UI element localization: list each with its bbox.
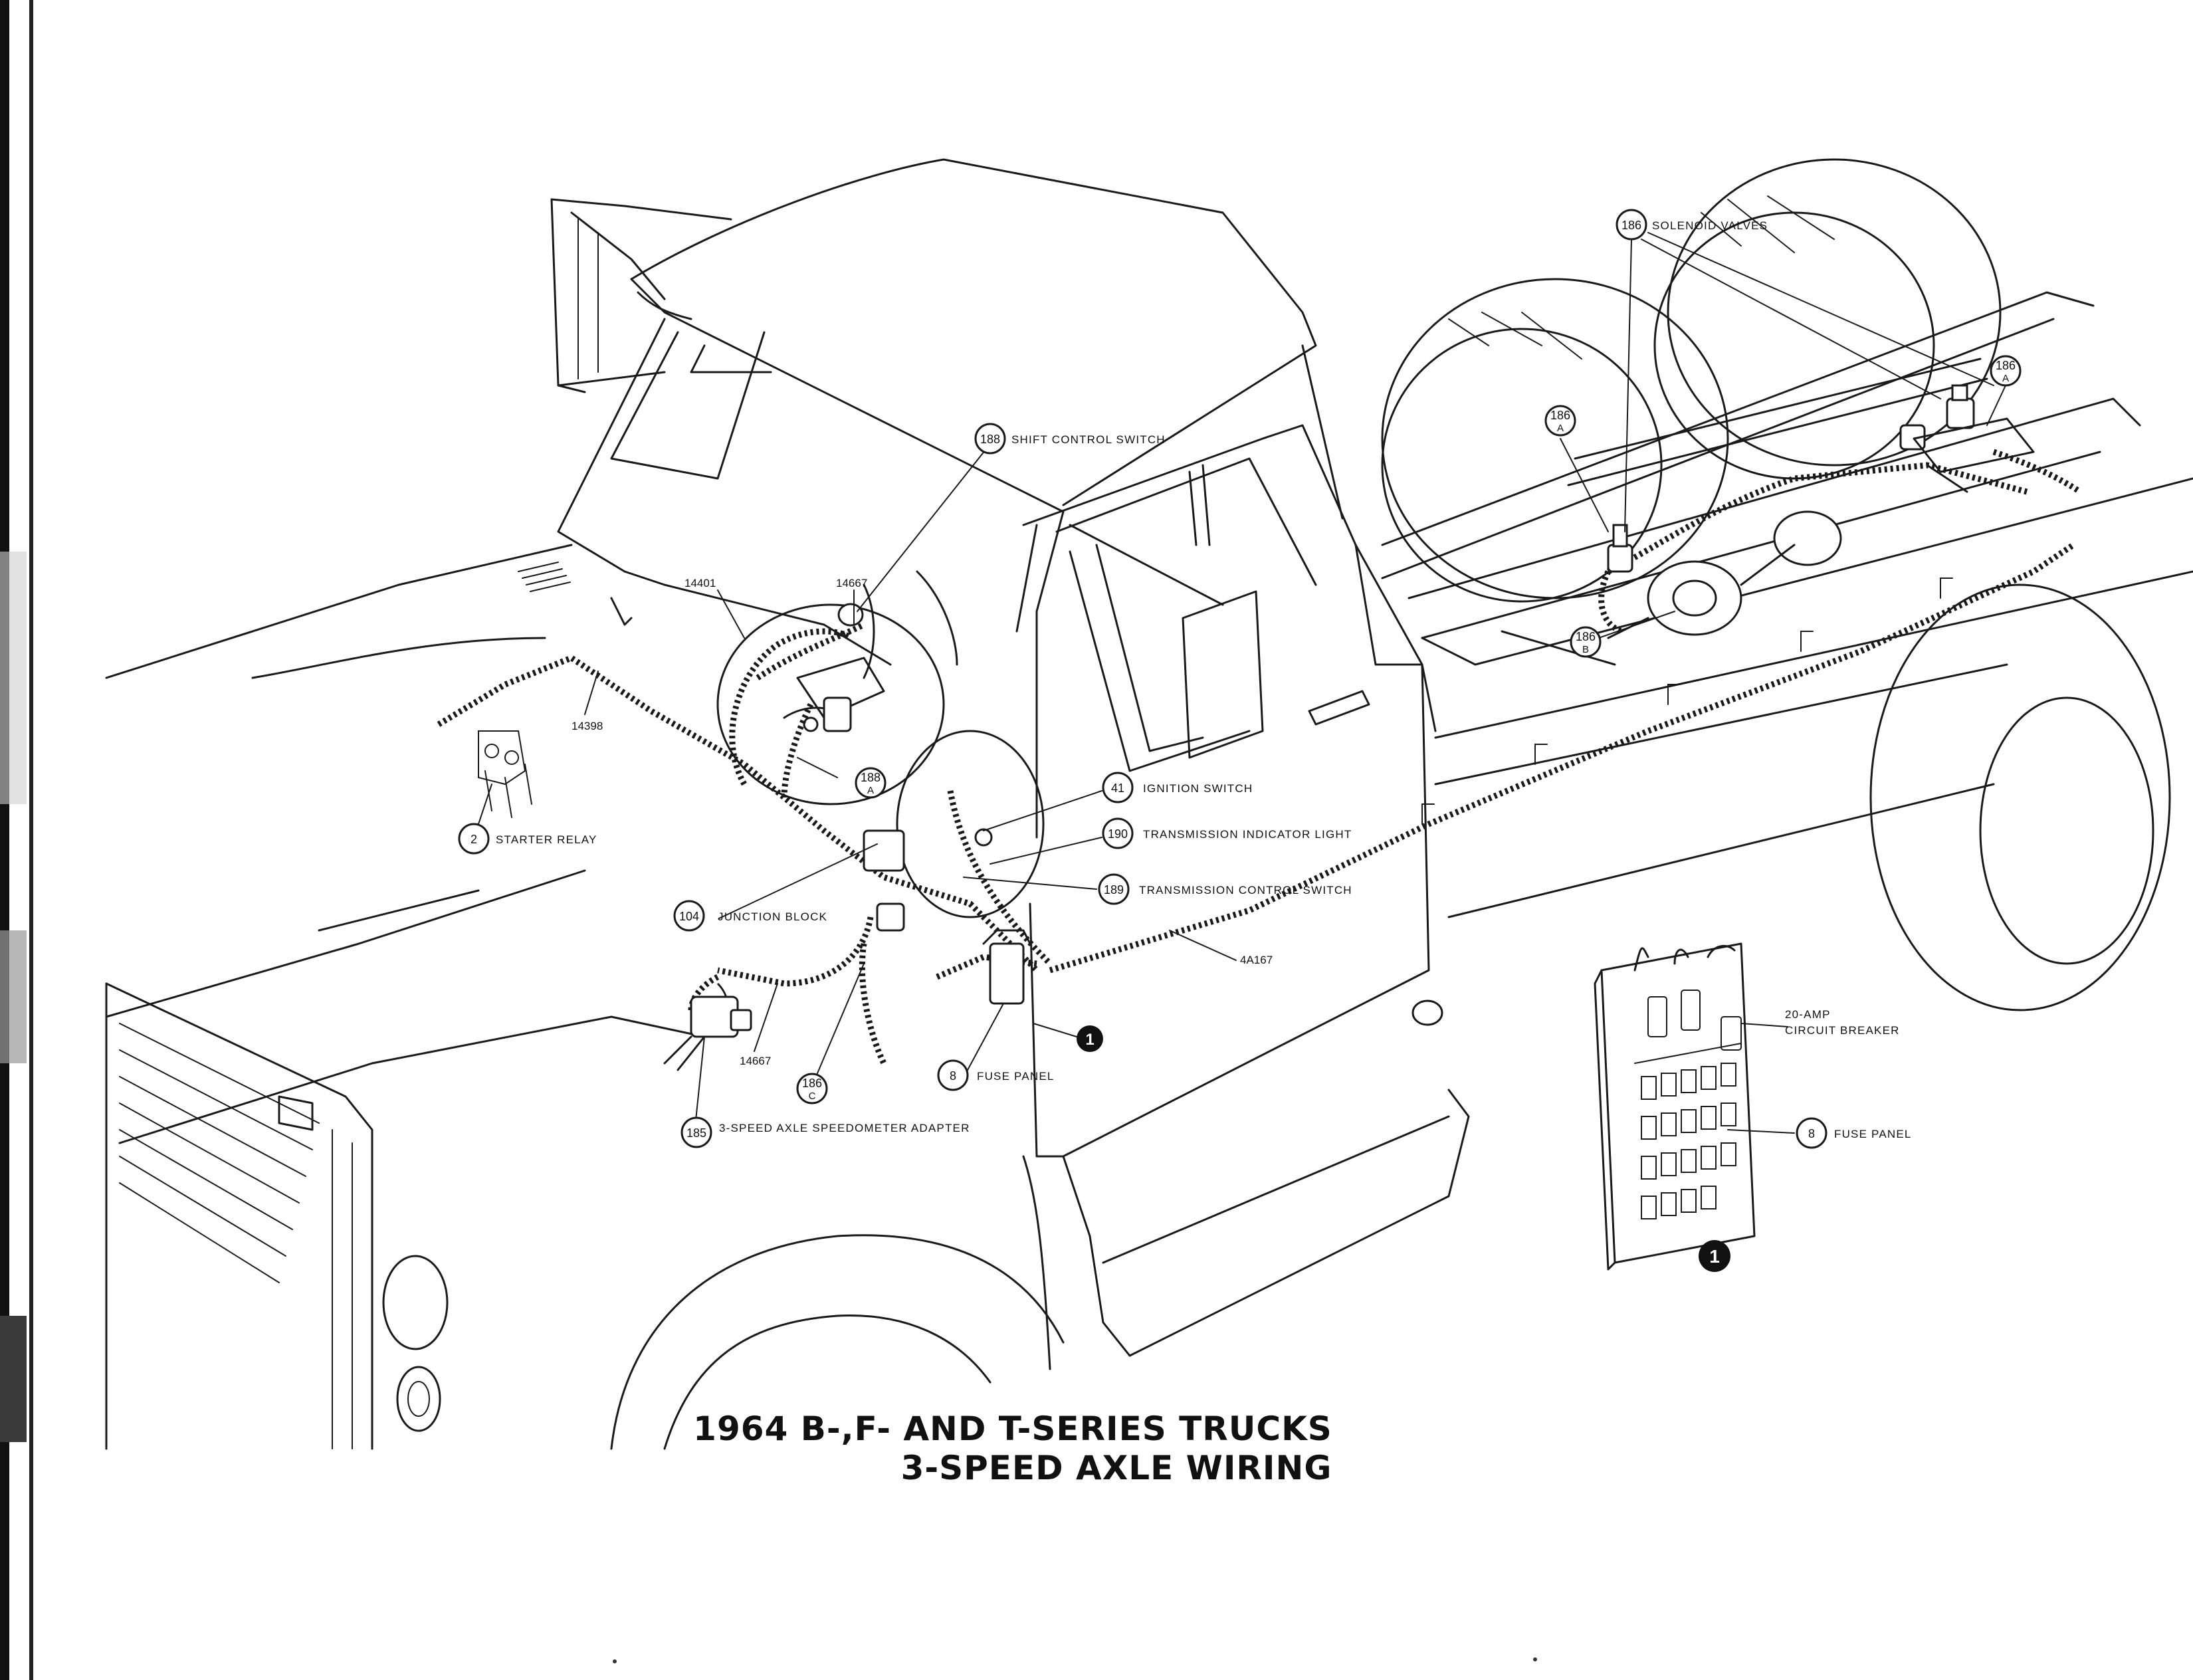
callout-label: SHIFT CONTROL SWITCH [1011, 433, 1166, 446]
callout-number: 186 [1996, 359, 2016, 372]
callout-transmission-indicator-light: 190 TRANSMISSION INDICATOR LIGHT [1102, 817, 1352, 849]
callout-label: 3-SPEED AXLE SPEEDOMETER ADAPTER [719, 1122, 970, 1134]
part-number-14667-top: 14667 [836, 577, 867, 589]
detail-marker-detail: 1 [1699, 1240, 1730, 1272]
callout-number: 190 [1108, 827, 1128, 841]
mirror-bracket [550, 198, 772, 626]
callout-sub: A [867, 785, 874, 796]
callout-number: 104 [679, 910, 699, 923]
callout-junction-block: 104 JUNCTION BLOCK [673, 900, 827, 932]
callout-sub: A [1557, 423, 1564, 434]
circuit-breaker-label: 20-AMP CIRCUIT BREAKER [1785, 1008, 1900, 1037]
title-line-2: 3-SPEED AXLE WIRING [901, 1449, 1332, 1487]
starter-relay-hardware [478, 730, 532, 818]
part-number-14398: 14398 [572, 720, 603, 732]
callout-label: STARTER RELAY [496, 833, 597, 846]
speedometer-adapter-hardware [663, 996, 752, 1071]
callout-sub: C [809, 1091, 816, 1102]
callout-starter-relay: 2 STARTER RELAY [458, 823, 597, 855]
part-numbers: 14401 14667 14398 4A167 14667 [572, 577, 1273, 1067]
callout-ignition-switch: 41 IGNITION SWITCH [1102, 772, 1253, 803]
fuse-panel-detail-drawing [1594, 942, 1756, 1271]
page-edge-marks [0, 0, 33, 1680]
truck-illustration [105, 158, 2193, 1450]
circuit-breaker-amp: 20-AMP [1785, 1008, 1831, 1021]
callout-sub: B [1582, 644, 1589, 655]
leader-lines [478, 232, 2006, 1134]
callout-fuse-panel-main: 8 FUSE PANEL [937, 1059, 1055, 1091]
cab [557, 158, 1470, 1450]
callout-shift-control-switch: 188 SHIFT CONTROL SWITCH [974, 423, 1166, 455]
detail-marker-number: 1 [1085, 1031, 1094, 1049]
callout-speedometer-adapter: 185 3-SPEED AXLE SPEEDOMETER ADAPTER [680, 1116, 970, 1148]
callout-label: JUNCTION BLOCK [718, 910, 827, 923]
detail-marker-main: 1 [1077, 1025, 1103, 1052]
callout-solenoid-a-right: 186 A [1990, 355, 2022, 387]
fuse-panel-hardware [982, 929, 1031, 1005]
callout-shift-control-a: 188 A [855, 767, 887, 799]
shift-control-hardware [823, 603, 864, 732]
circuit-breaker-text: CIRCUIT BREAKER [1785, 1024, 1900, 1037]
callout-fuse-panel-detail: 8 FUSE PANEL [1796, 1117, 1912, 1149]
part-number-14667-bottom: 14667 [740, 1055, 771, 1067]
callout-number: 41 [1111, 782, 1124, 795]
callout-number: 186 [1550, 409, 1570, 422]
rear-wheels [1381, 158, 2171, 1011]
instrument-cluster [716, 570, 1045, 918]
callout-number: 186 [1621, 219, 1641, 232]
callout-transmission-control-switch: 189 TRANSMISSION CONTROL SWITCH [1098, 873, 1352, 905]
hood-body [105, 544, 706, 1450]
callout-number: 188 [980, 433, 1000, 446]
callout-number: 8 [1808, 1127, 1815, 1140]
callout-number: 186 [1576, 630, 1596, 643]
solenoid-valve-hardware [1607, 384, 2035, 573]
part-number-4A167: 4A167 [1240, 954, 1273, 966]
callout-solenoid-b: 186 B [1570, 626, 1602, 658]
part-number-14401: 14401 [684, 577, 716, 589]
chassis-frame [1381, 291, 2193, 918]
junction-block-hardware [863, 829, 905, 932]
callout-solenoid-valves: 186 SOLENOID VALVES [1616, 209, 1768, 241]
callout-label: FUSE PANEL [977, 1070, 1055, 1083]
callout-number: 8 [950, 1069, 956, 1083]
callout-number: 185 [686, 1126, 706, 1140]
callout-label: SOLENOID VALVES [1652, 219, 1768, 232]
callout-number: 2 [470, 833, 477, 846]
detail-marker-number: 1 [1709, 1246, 1720, 1267]
callout-number: 189 [1104, 883, 1124, 896]
callout-label: IGNITION SWITCH [1143, 782, 1253, 795]
callout-sub: A [2002, 373, 2009, 384]
title-line-1: 1964 B-,F- AND T-SERIES TRUCKS [693, 1410, 1332, 1448]
diagram-title: 1964 B-,F- AND T-SERIES TRUCKS 3-SPEED A… [693, 1410, 1332, 1487]
callout-label: FUSE PANEL [1834, 1128, 1912, 1140]
callout-solenoid-a-left: 186 A [1544, 405, 1576, 437]
callout-label: TRANSMISSION INDICATOR LIGHT [1143, 828, 1352, 841]
callout-number: 186 [802, 1077, 822, 1090]
callout-solenoid-c: 186 C [796, 1073, 828, 1104]
callout-number: 188 [861, 771, 881, 784]
callout-label: TRANSMISSION CONTROL SWITCH [1139, 884, 1352, 896]
